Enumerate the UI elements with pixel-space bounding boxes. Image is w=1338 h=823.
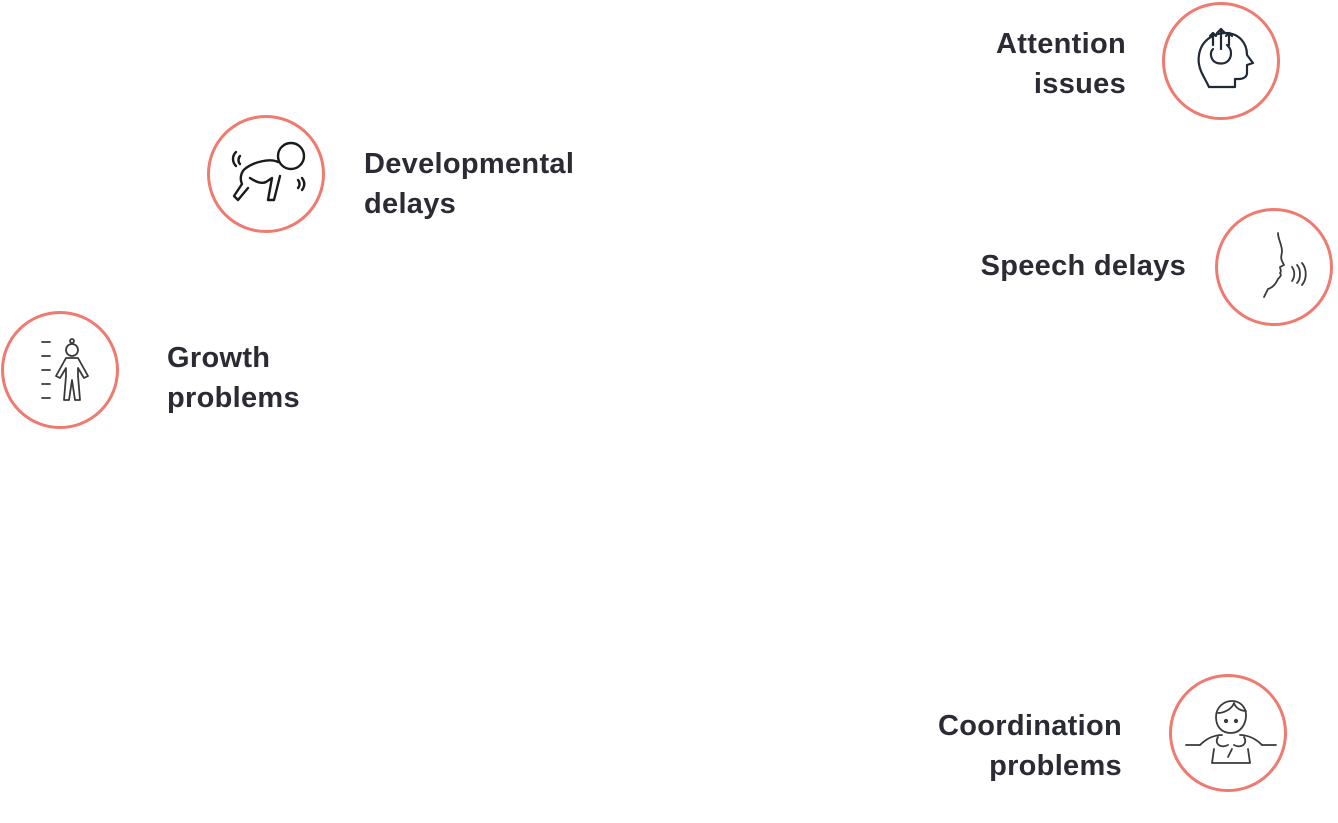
brain-head-icon <box>1162 2 1280 120</box>
child-height-icon <box>1 311 119 429</box>
coordination-problems-label: Coordination problems <box>937 710 1122 782</box>
attention-issues-label: Attention issues <box>996 28 1126 100</box>
growth-problems-label: Growth problems <box>167 342 300 414</box>
developmental-delays-label: Developmental delays <box>364 148 575 220</box>
crawling-baby-icon <box>207 115 325 233</box>
speech-delays-label: Speech delays <box>980 250 1186 282</box>
child-balance-icon <box>1169 674 1287 792</box>
speaking-face-icon <box>1215 208 1333 326</box>
